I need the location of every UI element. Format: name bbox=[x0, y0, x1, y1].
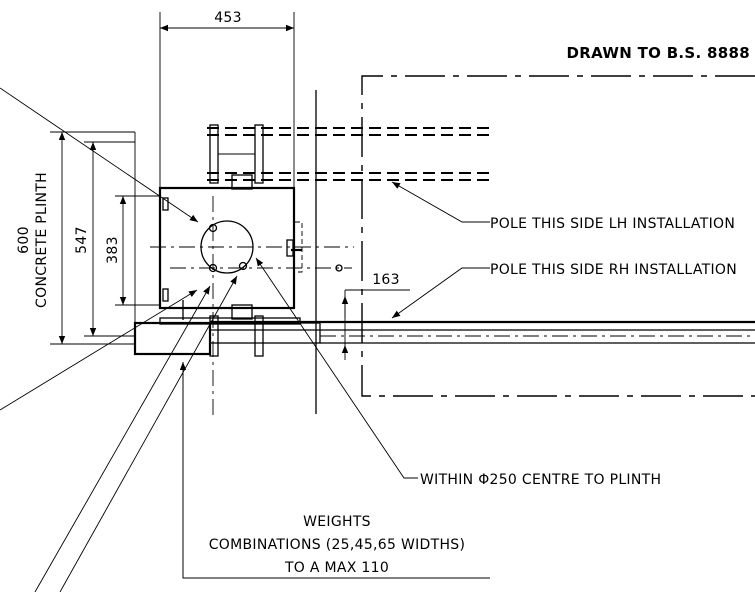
dimension-453-label: 453 bbox=[214, 10, 242, 26]
leader-lines bbox=[0, 87, 490, 592]
rh-pole bbox=[209, 304, 755, 357]
rh-installation-callout: POLE THIS SIDE RH INSTALLATION bbox=[490, 262, 737, 278]
dimension-547-label: 547 bbox=[74, 226, 90, 254]
within-centre-callout: WITHIN Φ250 CENTRE TO PLINTH bbox=[420, 472, 661, 488]
dimension-453: 453 bbox=[159, 10, 295, 188]
dimension-163: 163 bbox=[341, 272, 410, 360]
installation-envelope bbox=[361, 75, 755, 397]
dimension-383: 383 bbox=[105, 195, 160, 306]
weights-note-line1: WEIGHTS bbox=[303, 514, 371, 530]
lh-installation-callout: POLE THIS SIDE LH INSTALLATION bbox=[490, 216, 735, 232]
concrete-plinth-label: CONCRETE PLINTH bbox=[34, 172, 50, 308]
control-box bbox=[150, 186, 354, 420]
dimension-600: 600 CONCRETE PLINTH bbox=[16, 131, 135, 345]
dimension-163-label: 163 bbox=[372, 272, 400, 288]
dimension-383-label: 383 bbox=[105, 236, 121, 264]
lh-pole-dashed bbox=[207, 124, 490, 190]
weights-note-line3: TO A MAX 110 bbox=[284, 560, 389, 576]
dimension-600-label: 600 bbox=[16, 226, 32, 254]
weights-note-line2: COMBINATIONS (25,45,65 WIDTHS) bbox=[209, 537, 466, 553]
drawing-standard-note: DRAWN TO B.S. 8888 bbox=[567, 44, 750, 62]
weights-note: WEIGHTS COMBINATIONS (25,45,65 WIDTHS) T… bbox=[209, 514, 466, 576]
dimension-547: 547 bbox=[74, 141, 135, 337]
